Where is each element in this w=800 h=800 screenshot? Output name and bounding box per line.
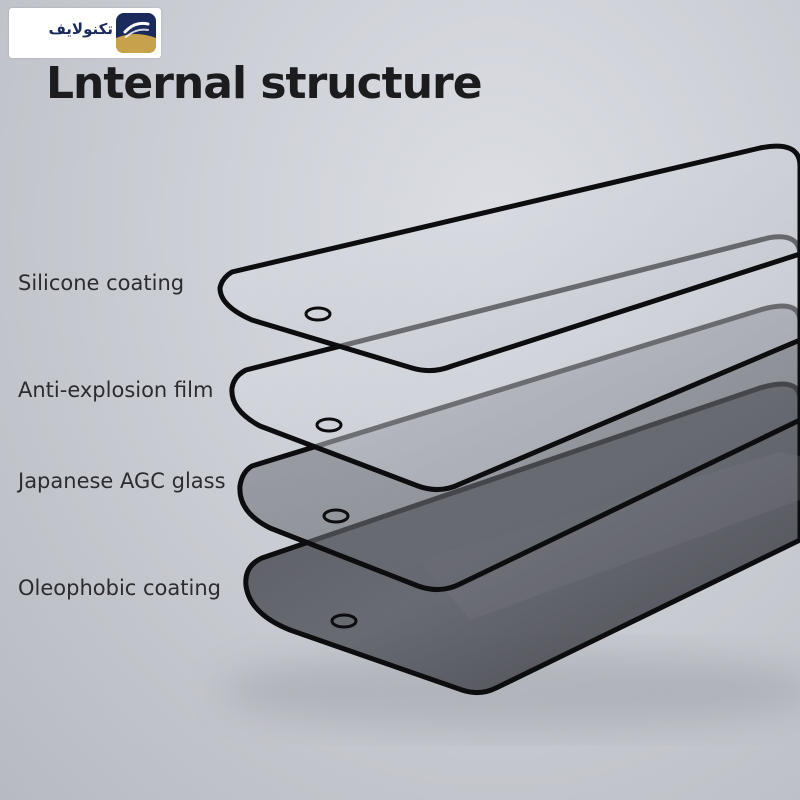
camera-cutout-icon: [322, 508, 350, 524]
brand-logo[interactable]: تکنولایف: [9, 8, 161, 58]
layer-silicone-coating: [217, 143, 800, 374]
label-silicone-coating: Silicone coating: [18, 271, 185, 295]
page-title: Lnternal structure: [46, 58, 483, 109]
camera-cutout-icon: [304, 306, 332, 322]
brand-logo-mark-icon: [116, 13, 156, 53]
label-oleophobic-coating: Oleophobic coating: [18, 576, 221, 600]
stack-shadow: [220, 650, 800, 730]
brand-logo-text: تکنولایف: [48, 20, 113, 38]
label-japanese-agc-glass: Japanese AGC glass: [18, 469, 226, 493]
camera-cutout-icon: [315, 417, 343, 433]
camera-cutout-icon: [330, 613, 358, 629]
label-anti-explosion-film: Anti-explosion film: [18, 378, 214, 402]
